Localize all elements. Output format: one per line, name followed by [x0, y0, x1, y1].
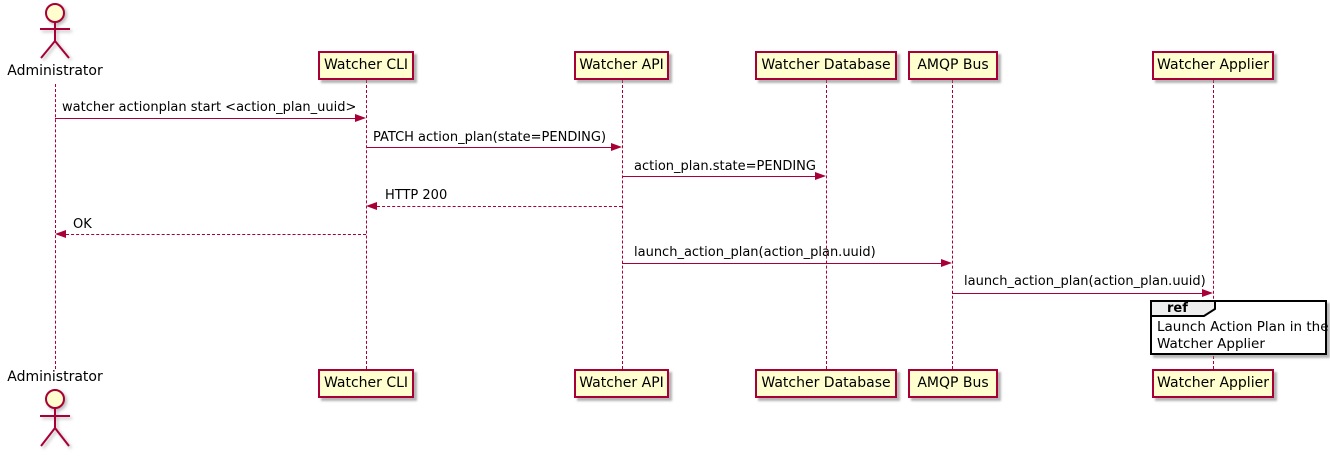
ref-fragment: ref Launch Action Plan in the Watcher Ap…: [1150, 300, 1329, 355]
participant-amqp-bus-top: AMQP Bus: [908, 51, 998, 80]
participant-watcher-database-top: Watcher Database: [755, 51, 897, 80]
arrowhead-right-icon: [611, 143, 622, 151]
participant-watcher-applier-bottom: Watcher Applier: [1152, 369, 1274, 398]
lifeline-watcher-api: [622, 80, 623, 369]
participant-watcher-cli-bottom: Watcher CLI: [318, 369, 414, 398]
participant-watcher-cli-top: Watcher CLI: [318, 51, 414, 80]
arrowhead-left-icon: [366, 202, 377, 210]
arrowhead-left-icon: [55, 230, 66, 238]
message-arrow: [366, 147, 616, 148]
message-arrow: [622, 176, 820, 177]
lifeline-amqp-bus: [952, 80, 953, 369]
lifeline-watcher-cli: [366, 80, 367, 369]
participant-watcher-applier-top: Watcher Applier: [1152, 51, 1274, 80]
ref-text-line: Launch Action Plan in the: [1157, 319, 1329, 335]
message-arrow: [55, 118, 360, 119]
arrowhead-right-icon: [815, 172, 826, 180]
participant-watcher-api-bottom: Watcher API: [574, 369, 669, 398]
lifeline-watcher-applier: [1213, 80, 1214, 369]
arrowhead-right-icon: [355, 114, 366, 122]
ref-keyword: ref: [1167, 301, 1188, 316]
participant-watcher-api-top: Watcher API: [574, 51, 669, 80]
arrowhead-right-icon: [941, 259, 952, 267]
actor-icon: [40, 389, 70, 447]
message-label: PATCH action_plan(state=PENDING): [373, 130, 607, 145]
message-arrow: [622, 263, 946, 264]
ref-text-line: Watcher Applier: [1157, 336, 1265, 352]
lifeline-watcher-database: [826, 80, 827, 369]
message-arrow: [61, 234, 366, 235]
actor-label-bottom: Administrator: [7, 369, 103, 385]
message-label: launch_action_plan(action_plan.uuid): [634, 245, 876, 260]
message-label: OK: [73, 217, 92, 232]
participant-watcher-database-bottom: Watcher Database: [755, 369, 897, 398]
ref-header-pentagon-icon: [1150, 300, 1216, 317]
message-arrow: [372, 206, 622, 207]
message-arrow: [952, 293, 1207, 294]
message-label: HTTP 200: [385, 188, 448, 203]
lifeline-administrator: [55, 84, 56, 369]
actor-label-top: Administrator: [7, 63, 103, 79]
message-label: launch_action_plan(action_plan.uuid): [964, 274, 1206, 289]
message-label: watcher actionplan start <action_plan_uu…: [62, 100, 357, 115]
arrowhead-right-icon: [1202, 289, 1213, 297]
participant-amqp-bus-bottom: AMQP Bus: [908, 369, 998, 398]
message-label: action_plan.state=PENDING: [634, 159, 816, 174]
actor-icon: [40, 3, 70, 59]
